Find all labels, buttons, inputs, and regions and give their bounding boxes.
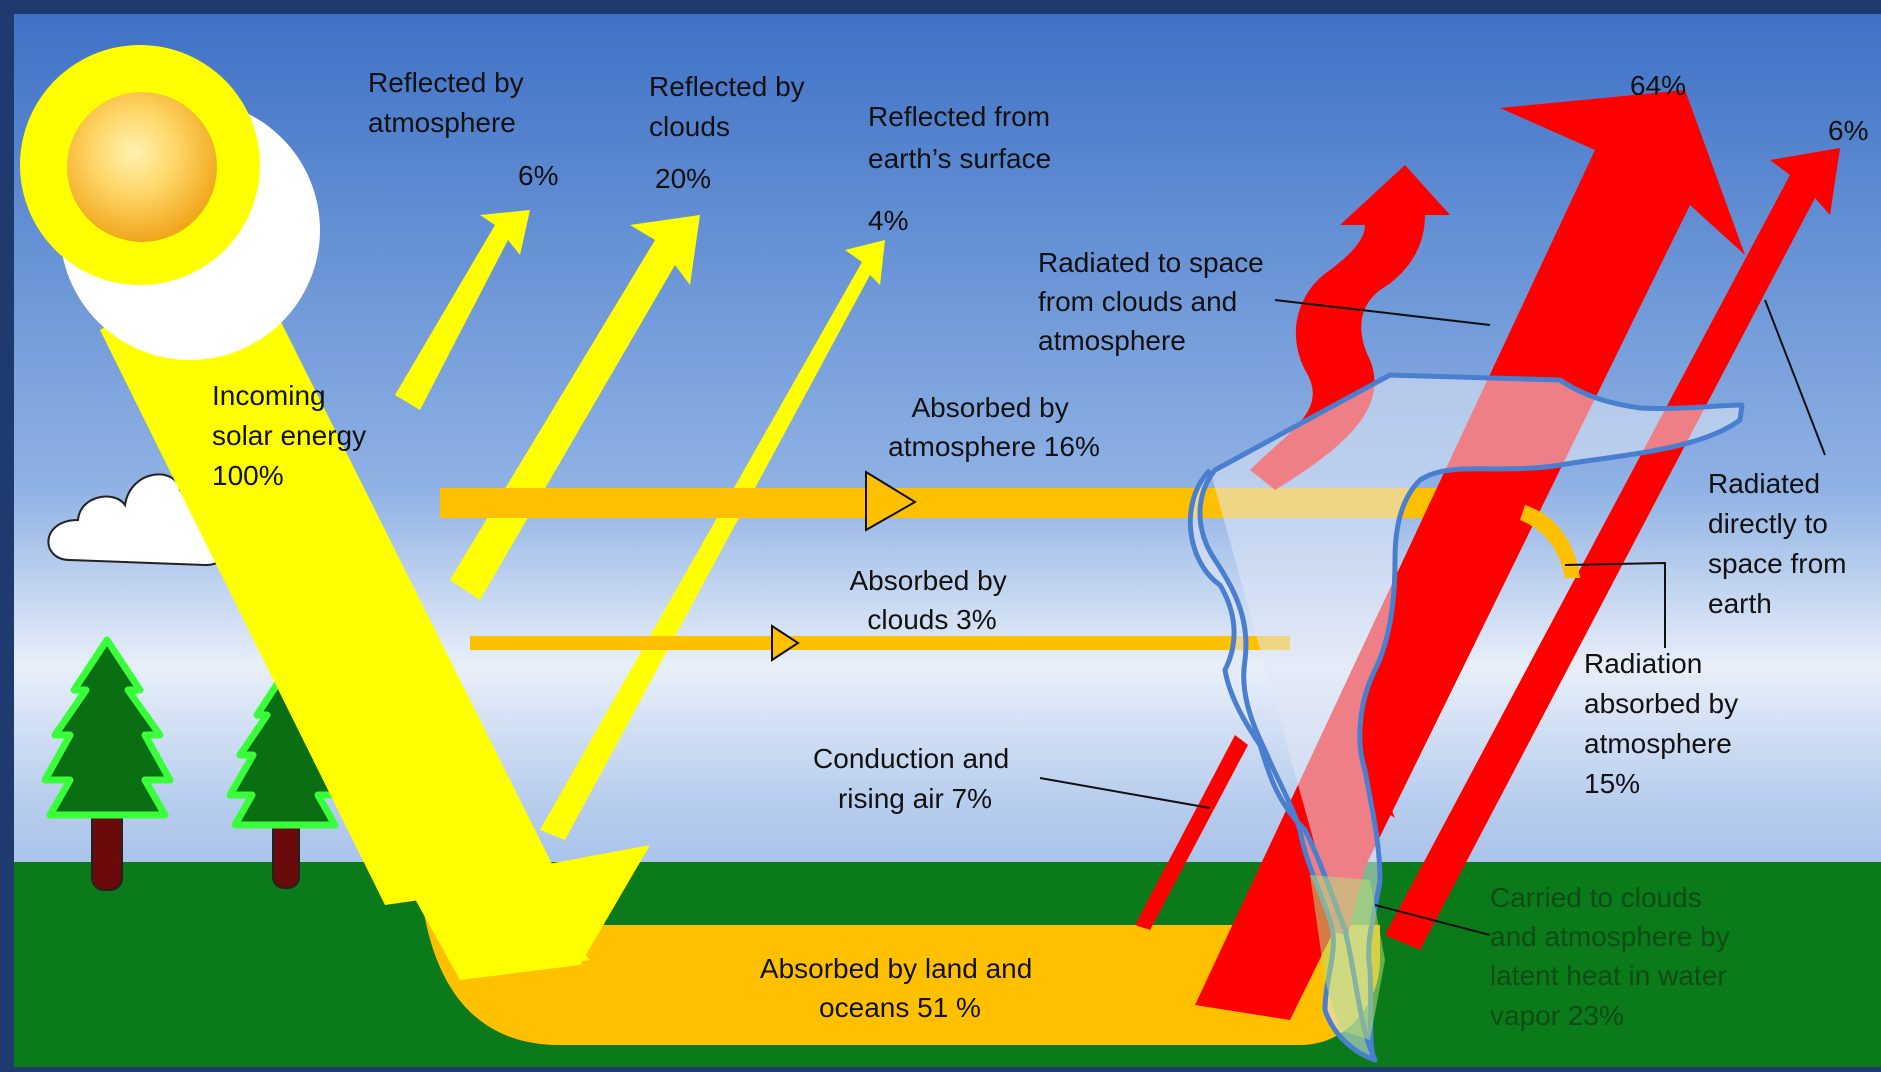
value-reflected-atmosphere: 6% bbox=[518, 160, 558, 191]
value-radiated-directly: 6% bbox=[1828, 115, 1868, 146]
value-reflected-surface: 4% bbox=[868, 205, 908, 236]
absorbed-clouds-band bbox=[470, 636, 1290, 650]
value-radiated-clouds: 64% bbox=[1630, 70, 1686, 101]
value-reflected-clouds: 20% bbox=[655, 163, 711, 194]
